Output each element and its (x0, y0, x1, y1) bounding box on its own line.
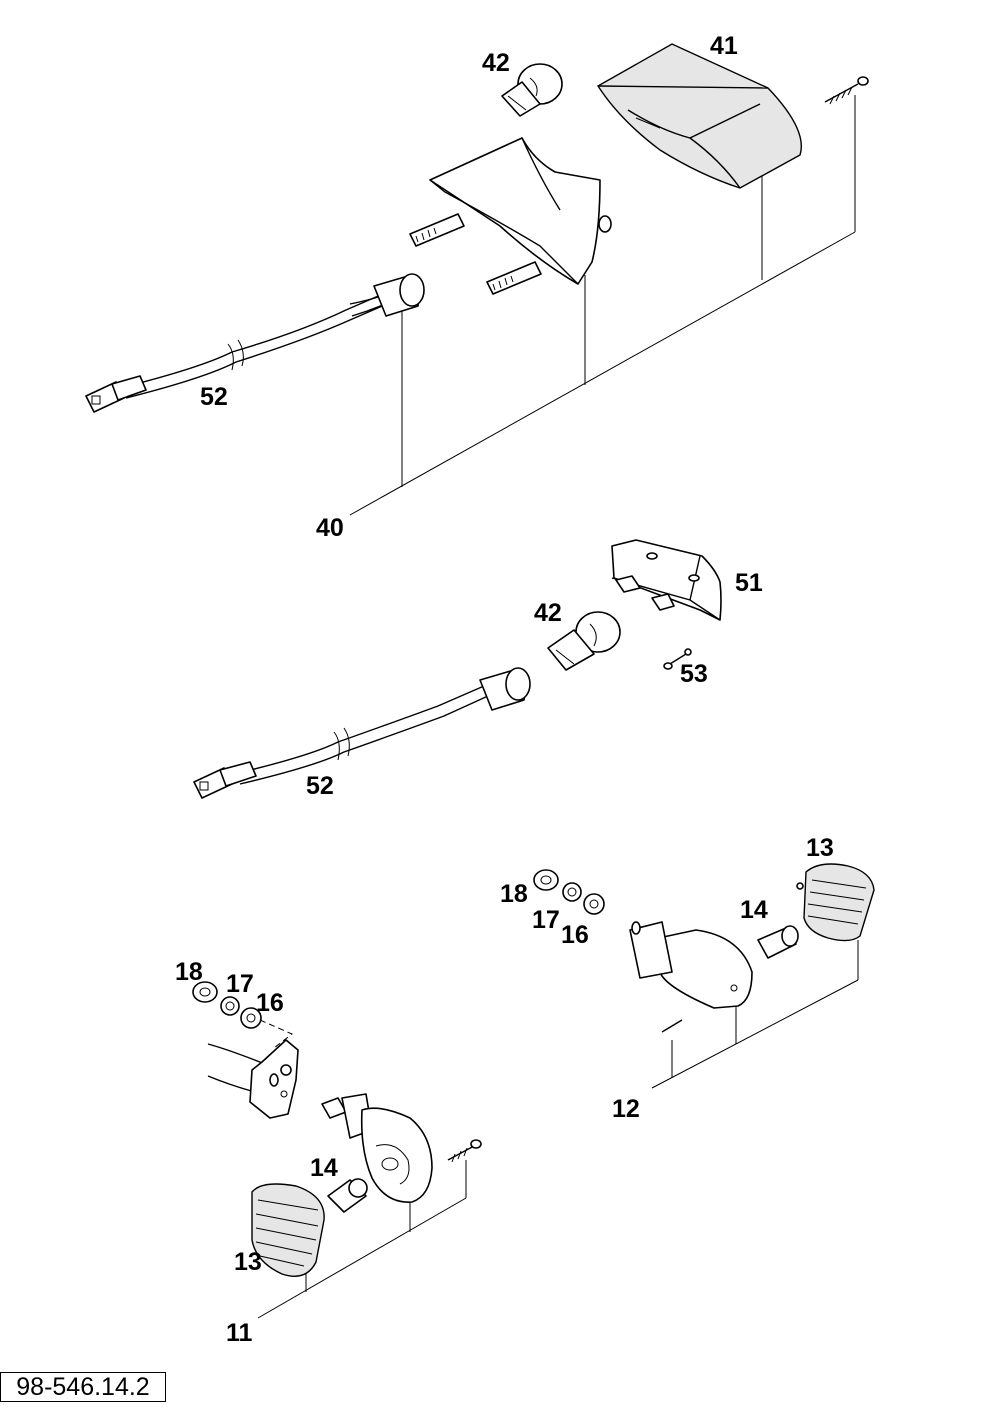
callout-14: 14 (310, 1154, 338, 1182)
pin-icon (661, 1019, 683, 1033)
callout-18: 18 (175, 958, 203, 986)
washer-icon (562, 882, 582, 902)
leader-lines-40 (349, 95, 856, 516)
connector-icon (85, 375, 147, 413)
callout-14: 14 (740, 896, 768, 924)
callout-42: 42 (534, 599, 562, 627)
callout-11: 11 (226, 1319, 253, 1347)
bulb-icon (327, 1178, 368, 1213)
tail-light-lens (597, 43, 802, 189)
bulb-icon (547, 611, 621, 671)
screw-icon (663, 648, 692, 670)
turn-signal-housing-right (629, 921, 753, 1009)
license-light-bracket (611, 539, 722, 621)
nut-icon (533, 869, 559, 891)
callout-13: 13 (234, 1248, 262, 1276)
nut-icon (192, 981, 218, 1003)
callout-42: 42 (482, 49, 510, 77)
turn-signal-lens-left (251, 1183, 325, 1277)
washer-icon (240, 1007, 262, 1029)
callout-53: 53 (680, 660, 708, 688)
leader-lines-12 (651, 940, 859, 1089)
callout-12: 12 (612, 1095, 640, 1123)
wiring-harness-top (119, 289, 397, 399)
wiring-harness-middle (233, 685, 489, 785)
callout-41: 41 (710, 32, 738, 60)
tail-light-housing (429, 137, 612, 285)
bulb-icon (501, 63, 563, 117)
screw-icon (447, 1139, 482, 1163)
bulb-socket-top (373, 273, 425, 317)
turn-signal-housing-left (321, 1093, 433, 1203)
bulb-icon (757, 925, 799, 959)
callout-52: 52 (306, 772, 334, 800)
callout-16: 16 (256, 989, 284, 1017)
callout-51: 51 (735, 569, 763, 597)
washer-icon (220, 996, 240, 1016)
turn-signal-lens-right (796, 863, 875, 942)
mounting-bracket (207, 1039, 299, 1119)
housing-studs (409, 213, 542, 295)
callout-18: 18 (500, 880, 528, 908)
callout-17: 17 (226, 970, 254, 998)
callout-17: 17 (532, 906, 560, 934)
drawing-number: 98-546.14.2 (0, 1372, 166, 1402)
callout-13: 13 (806, 834, 834, 862)
screw-icon (824, 76, 869, 105)
callout-40: 40 (316, 514, 344, 542)
connector-icon (193, 761, 257, 799)
washer-icon (583, 893, 605, 915)
callout-52: 52 (200, 383, 228, 411)
callout-16: 16 (561, 921, 589, 949)
bulb-socket-middle (479, 667, 531, 711)
